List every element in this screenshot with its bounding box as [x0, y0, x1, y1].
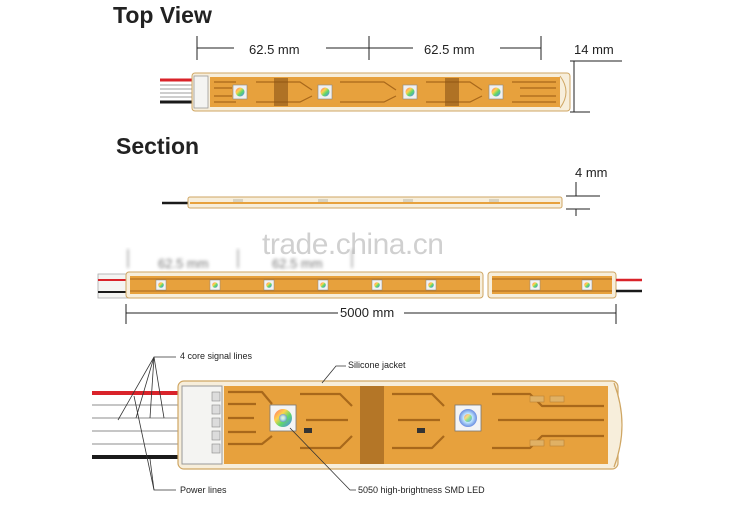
power-lines-callout: Power lines: [180, 485, 227, 495]
silicone-jacket-callout: Silicone jacket: [348, 360, 406, 370]
signal-lines-callout: 4 core signal lines: [180, 351, 253, 361]
watermark: trade.china.cn: [262, 228, 444, 261]
blurred-right-dimension: 62.5 mm: [272, 256, 323, 271]
blurred-left-dimension: 62.5 mm: [158, 256, 209, 271]
top-view-title: Top View: [113, 2, 212, 28]
section-dimension-lines: [566, 182, 600, 216]
section-title: Section: [116, 133, 200, 159]
led-callout: 5050 high-brightness SMD LED: [358, 485, 485, 495]
detail-leader-lines: [117, 356, 356, 491]
detail-strip: [92, 380, 623, 470]
total-length-dimension-label: 5000 mm: [340, 305, 395, 320]
thickness-dimension: 4 mm: [575, 165, 608, 180]
full-strip: [97, 271, 642, 299]
width-dimension: 14 mm: [574, 42, 614, 57]
top-view-dimension-lines: [196, 36, 622, 113]
top-view-strip: [160, 72, 571, 112]
total-length-dimension: [125, 304, 617, 324]
section-strip: [162, 196, 563, 209]
segment-right-dimension: 62.5 mm: [424, 42, 475, 57]
blurred-dimension-marks: [127, 249, 353, 268]
segment-left-dimension: 62.5 mm: [249, 42, 300, 57]
